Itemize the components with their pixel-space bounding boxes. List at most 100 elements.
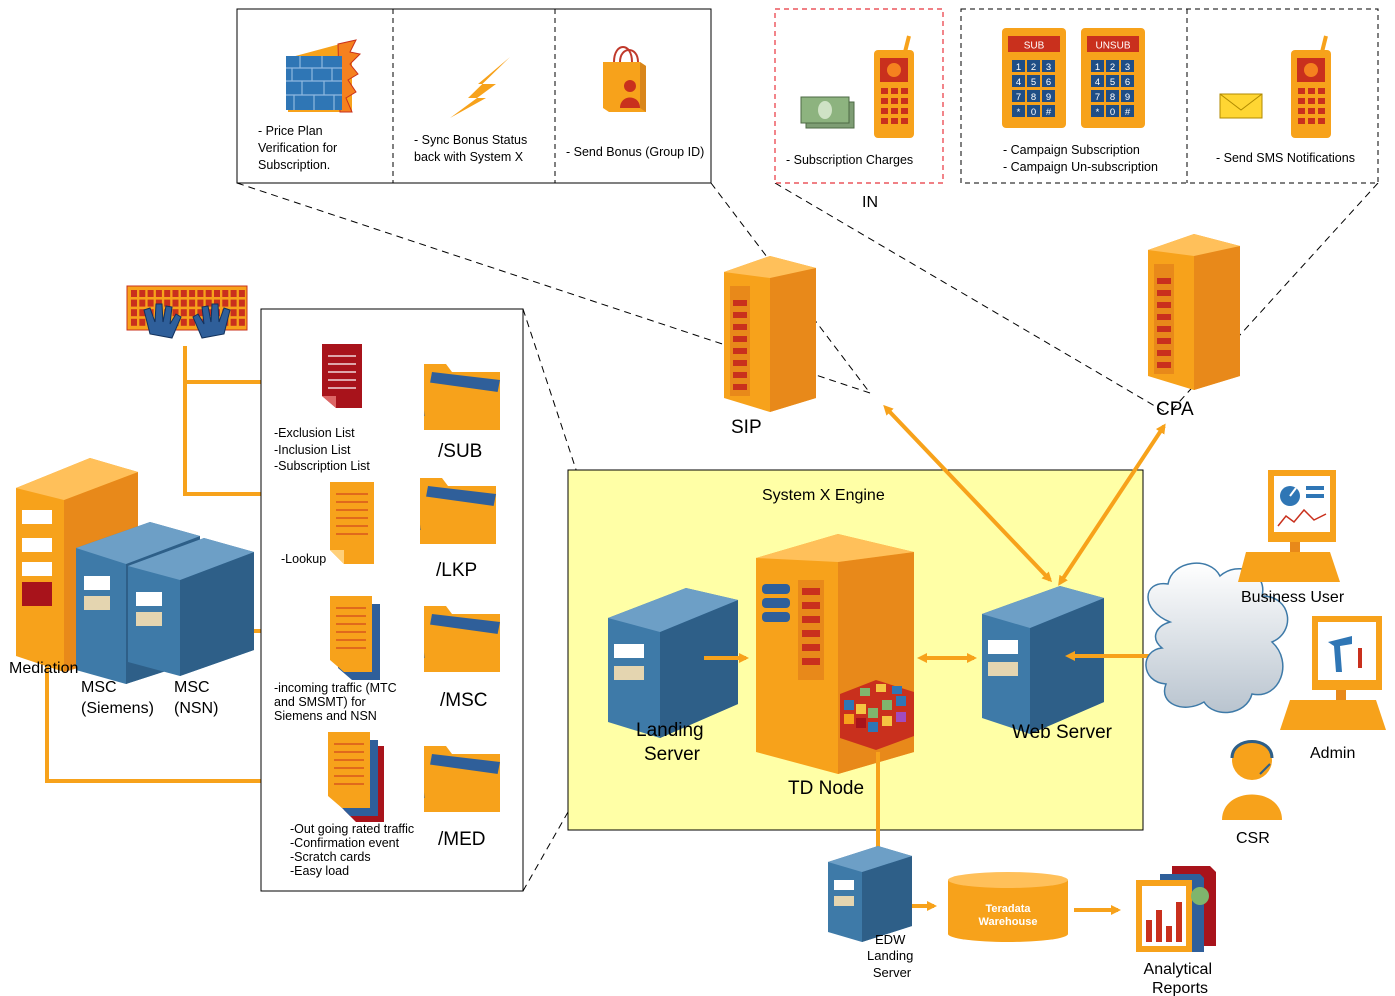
keyboard-key bbox=[131, 318, 137, 326]
keyboard-key bbox=[131, 299, 137, 307]
keypad-key bbox=[1121, 75, 1134, 87]
analytical-reports-label: Analytical Reports bbox=[1144, 961, 1217, 996]
keypad-key-label: 5 bbox=[1031, 77, 1036, 88]
keyboard-key bbox=[189, 290, 196, 297]
folder-label-sub: /SUB bbox=[438, 441, 482, 462]
keyboard-key bbox=[131, 290, 137, 297]
keypad-key-label: * bbox=[1096, 107, 1100, 118]
td-node-label: TD Node bbox=[788, 778, 864, 799]
csr-label: CSR bbox=[1236, 830, 1270, 847]
keypad-key bbox=[1106, 75, 1119, 87]
keypad-key bbox=[1042, 75, 1055, 87]
keypad-key-label: 4 bbox=[1016, 77, 1021, 88]
keyboard-key bbox=[139, 309, 146, 317]
sub-key-label: SUB bbox=[1024, 41, 1045, 52]
mediation-label: Mediation bbox=[9, 660, 78, 677]
keyboard-key bbox=[172, 290, 179, 297]
folder-icon-msc bbox=[424, 606, 500, 672]
warehouse-label-1: Teradata bbox=[985, 903, 1031, 915]
subscription-charges-caption: - Subscription Charges bbox=[786, 153, 913, 167]
keypad-key bbox=[1121, 90, 1134, 102]
analytical-reports-icon bbox=[1136, 866, 1216, 952]
keypad-key-label: 9 bbox=[1046, 92, 1051, 103]
send-bonus-caption: - Send Bonus (Group ID) bbox=[566, 145, 704, 159]
sync-bonus-caption: - Sync Bonus Status back with System X bbox=[414, 133, 531, 164]
outgoing-caption: -Out going rated traffic -Confirmation e… bbox=[290, 822, 418, 878]
keypad-key bbox=[1091, 60, 1104, 72]
keyboard-key bbox=[164, 299, 171, 307]
keyboard-key bbox=[238, 309, 245, 317]
mobile-phone-icon bbox=[874, 35, 914, 138]
keyboard-key bbox=[238, 290, 245, 297]
shopping-bag-icon bbox=[603, 46, 646, 112]
keyboard-key bbox=[197, 299, 204, 307]
keyboard-key bbox=[230, 290, 237, 297]
td-node-icon bbox=[756, 534, 914, 774]
keyboard-key bbox=[189, 299, 196, 307]
cpa-label: CPA bbox=[1156, 399, 1194, 420]
edw-label: EDW Landing Server bbox=[867, 932, 917, 980]
keyboard-key bbox=[189, 309, 196, 317]
warehouse-label-2: Warehouse bbox=[979, 916, 1038, 928]
keypad-key bbox=[1012, 75, 1025, 87]
keyboard-key bbox=[147, 299, 154, 307]
msc-nsn-label: MSC (NSN) bbox=[174, 679, 218, 717]
data-cube-icon bbox=[840, 680, 914, 750]
keyboard-key bbox=[139, 318, 146, 326]
price-plan-caption: - Price Plan Verification for Subscripti… bbox=[258, 124, 341, 172]
business-user-label: Business User bbox=[1241, 589, 1345, 606]
keyboard-key bbox=[139, 290, 146, 297]
folder-icon-sub bbox=[424, 364, 500, 430]
teradata-warehouse-icon: Teradata Warehouse bbox=[948, 872, 1068, 942]
keypad-key-label: 1 bbox=[1095, 62, 1100, 73]
sms-phone-icon bbox=[1291, 35, 1331, 138]
keyboard-key bbox=[180, 290, 187, 297]
keyboard-key bbox=[180, 318, 187, 326]
lists-caption: -Exclusion List -Inclusion List -Subscri… bbox=[274, 426, 370, 473]
landing-server-icon bbox=[608, 588, 738, 738]
edw-landing-server-icon bbox=[828, 846, 912, 942]
keyboard-key bbox=[238, 318, 245, 326]
keyboard-key bbox=[147, 290, 154, 297]
keyboard-key bbox=[197, 309, 204, 317]
keyboard-key bbox=[139, 299, 146, 307]
keypad-key bbox=[1012, 60, 1025, 72]
keyboard-key bbox=[172, 299, 179, 307]
sip-functions-panel: - Price Plan Verification for Subscripti… bbox=[236, 8, 712, 184]
keypad-key bbox=[1121, 105, 1134, 117]
sip-server-icon bbox=[724, 256, 816, 412]
outgoing-documents-icon bbox=[328, 732, 384, 822]
keypad-key bbox=[1091, 75, 1104, 87]
traffic-caption: -incoming traffic (MTC and SMSMT) for Si… bbox=[274, 681, 400, 723]
lookup-document-icon bbox=[330, 482, 374, 564]
list-document-icon bbox=[322, 344, 362, 408]
keyboard-key bbox=[172, 309, 179, 317]
keyboard-key bbox=[180, 299, 187, 307]
folder-icon-med bbox=[424, 746, 500, 812]
keyboard-key bbox=[205, 290, 212, 297]
keypad-key-label: 8 bbox=[1110, 92, 1115, 103]
keypad-key-label: 4 bbox=[1095, 77, 1100, 88]
msc-nsn-icon bbox=[128, 538, 254, 676]
business-user-monitor-icon bbox=[1238, 470, 1340, 582]
keypad-key-label: 9 bbox=[1125, 92, 1130, 103]
csr-agent-icon bbox=[1222, 740, 1282, 820]
folder-label-med: /MED bbox=[438, 829, 486, 850]
sip-label: SIP bbox=[731, 417, 762, 438]
keypad-key-label: 7 bbox=[1016, 92, 1021, 103]
msc-siemens-label: MSC (Siemens) bbox=[81, 679, 154, 717]
keyboard-icon bbox=[126, 285, 248, 339]
keypad-key-label: 7 bbox=[1095, 92, 1100, 103]
files-panel: -Exclusion List -Inclusion List -Subscri… bbox=[260, 308, 524, 892]
keypad-key-label: 2 bbox=[1110, 62, 1115, 73]
keypad-key bbox=[1027, 75, 1040, 87]
in-label: IN bbox=[862, 194, 878, 211]
in-panel: - Subscription Charges bbox=[774, 8, 944, 184]
keyboard-key bbox=[222, 290, 229, 297]
keyboard-key bbox=[214, 299, 220, 307]
money-icon bbox=[800, 96, 855, 129]
keypad-key bbox=[1027, 105, 1040, 117]
keypad-key bbox=[1027, 90, 1040, 102]
